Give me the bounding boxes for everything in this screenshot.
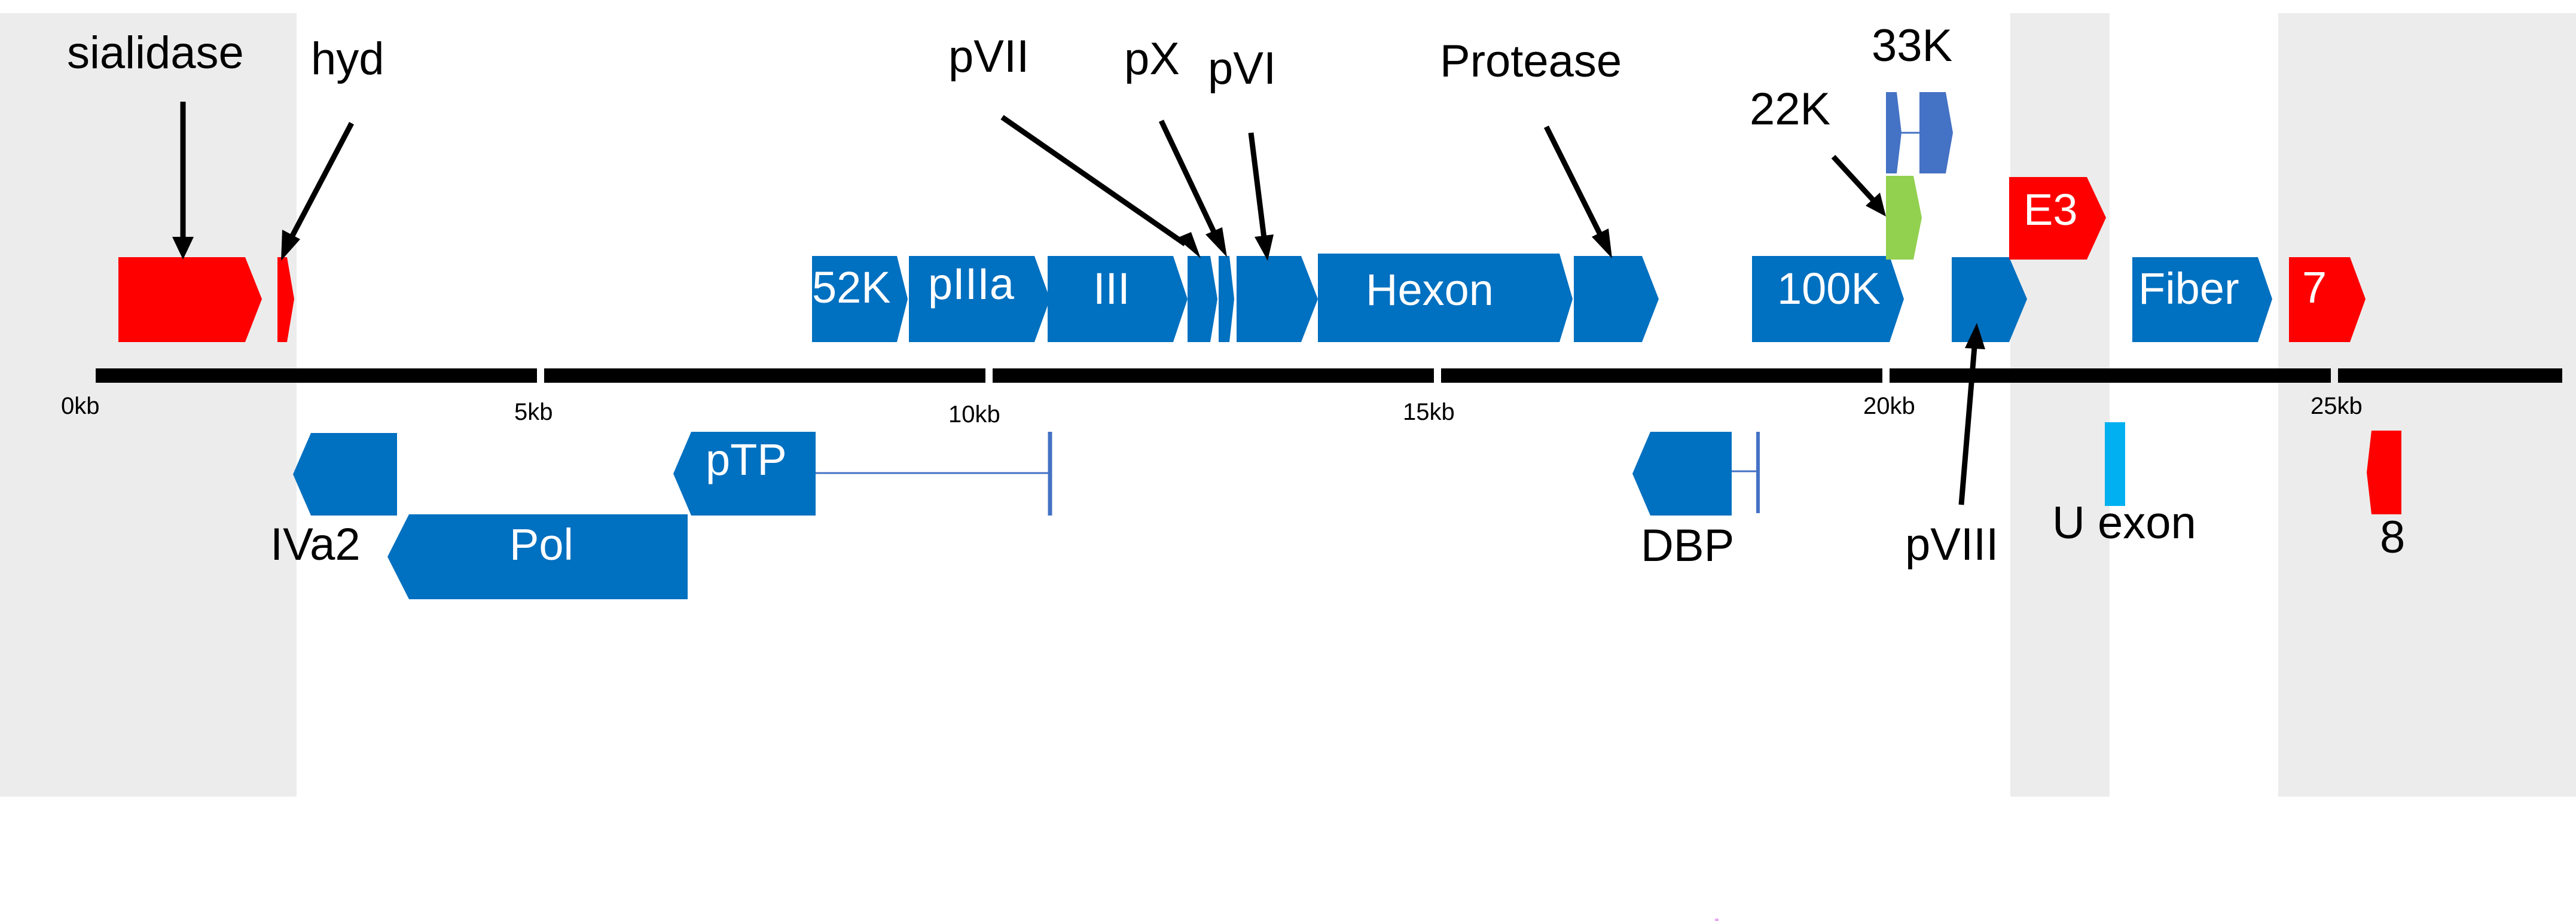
pointer-hyd-head <box>281 230 300 261</box>
tick-label-10kb: 10kb <box>948 401 1000 428</box>
label-pviii: pVIII <box>1905 519 1998 570</box>
gene-52k-arrow <box>812 256 908 342</box>
tick-label-0kb: 0kb <box>61 393 100 419</box>
label-ptp: pTP <box>706 435 787 484</box>
gene-e3-arrow <box>2009 177 2106 260</box>
pointer-22k <box>1831 154 1876 203</box>
gene-hyd-arrow <box>277 257 294 342</box>
tick-label-25kb: 25kb <box>2311 393 2363 419</box>
shaded-region-right <box>2278 13 2576 797</box>
label-7: 7 <box>2302 263 2327 312</box>
gene-sialidase-arrow <box>118 257 262 342</box>
gene-33k-exon-2 <box>1919 92 1953 173</box>
label-fiber: Fiber <box>2138 264 2239 313</box>
label-sialidase: sialidase <box>67 28 244 78</box>
shaded-region-left <box>0 13 297 797</box>
pointer-px-head <box>1205 227 1227 257</box>
label-px: pX <box>1124 33 1180 84</box>
pointer-22k-head <box>1866 193 1886 216</box>
label-iii: III <box>1093 264 1130 313</box>
label-22k: 22K <box>1750 84 1830 135</box>
gene-fiber-arrow <box>2132 257 2272 342</box>
gene-dbp-arrow <box>1632 432 1732 516</box>
gene-22k-arrow <box>1886 176 1922 260</box>
gene-ptp-arrow <box>673 432 816 516</box>
pointer-sialidase-head <box>172 237 194 260</box>
stray-mark <box>1715 919 1719 921</box>
label-pvii: pVII <box>948 31 1029 82</box>
pointer-pviii-head <box>1965 323 1985 349</box>
pointer-pvii <box>1000 115 1187 246</box>
pointer-pvii-head <box>1177 232 1201 258</box>
label-u-exon: U exon <box>2052 498 2196 548</box>
gene-8-arrow <box>2367 431 2401 514</box>
gene-iva2-arrow <box>293 433 397 516</box>
gene-piiia-arrow <box>909 256 1050 342</box>
tick-label-5kb: 5kb <box>514 399 553 425</box>
gene-pvii-arrow <box>1188 256 1217 342</box>
pointer-px <box>1158 120 1218 236</box>
pointer-hyd <box>289 121 354 239</box>
gene-100k-arrow <box>1752 256 1904 342</box>
gene-hexon-arrow <box>1318 254 1573 342</box>
label-dbp: DBP <box>1641 520 1734 571</box>
gene-pol-arrow <box>387 514 688 599</box>
gene-u-exon-bar <box>2105 422 2125 506</box>
label-pol: Pol <box>509 520 573 569</box>
pointer-protease-head <box>1592 228 1612 258</box>
label-protease: Protease <box>1440 36 1622 87</box>
label-e3: E3 <box>2023 185 2078 234</box>
pointer-protease <box>1543 125 1604 239</box>
gene-33k-exon-1 <box>1886 92 1902 173</box>
gene-protease-arrow <box>1574 256 1659 342</box>
label-piiia: pIIIa <box>928 259 1015 309</box>
gene-px-arrow <box>1219 256 1234 342</box>
label-52k: 52K <box>812 263 891 312</box>
pointer-arrows <box>172 102 1985 505</box>
label-33k: 33K <box>1872 20 1952 71</box>
shaded-region-middle <box>2010 13 2110 797</box>
label-hyd: hyd <box>311 33 384 84</box>
gene-7-arrow <box>2289 257 2366 342</box>
pointer-pvi-head <box>1255 234 1274 261</box>
label-hexon: Hexon <box>1366 265 1494 315</box>
tick-label-20kb: 20kb <box>1863 393 1915 419</box>
pointer-pviii <box>1958 346 1977 505</box>
label-8: 8 <box>2380 512 2405 563</box>
gene-iii-arrow <box>1048 256 1188 342</box>
gene-pviii-arrow <box>1952 257 2027 342</box>
label-iva2: IVa2 <box>270 519 361 570</box>
label-100k: 100K <box>1777 264 1881 313</box>
pointer-pvi <box>1248 132 1267 239</box>
tick-label-15kb: 15kb <box>1403 399 1455 425</box>
label-pvi: pVI <box>1208 43 1276 94</box>
gene-pvi-arrow <box>1237 256 1318 342</box>
